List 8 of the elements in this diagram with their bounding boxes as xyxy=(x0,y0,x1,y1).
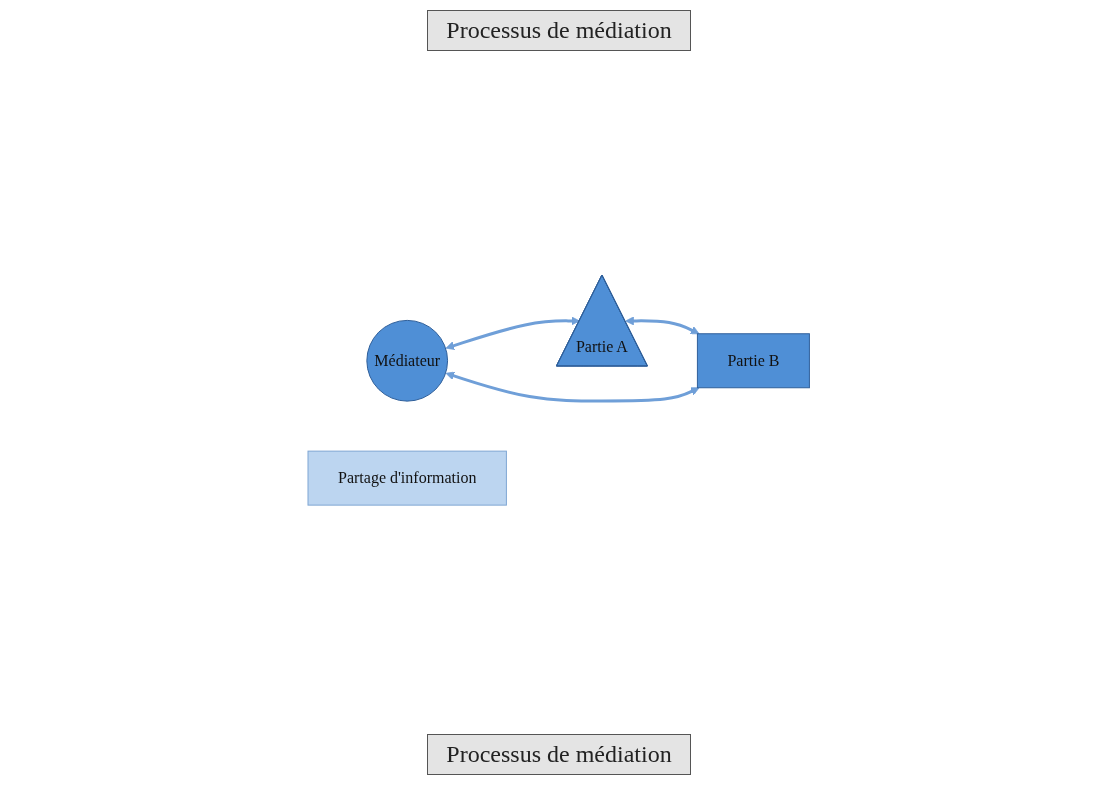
node-box: Partie B xyxy=(697,333,811,389)
band-label: Processus de médiation xyxy=(427,10,691,51)
node-circle: Médiateur xyxy=(366,319,449,402)
arrow xyxy=(445,316,581,350)
arrow xyxy=(445,371,700,403)
node-box: Partage d'information xyxy=(307,450,508,506)
arrow xyxy=(625,316,700,335)
band-label: Processus de médiation xyxy=(427,734,691,775)
